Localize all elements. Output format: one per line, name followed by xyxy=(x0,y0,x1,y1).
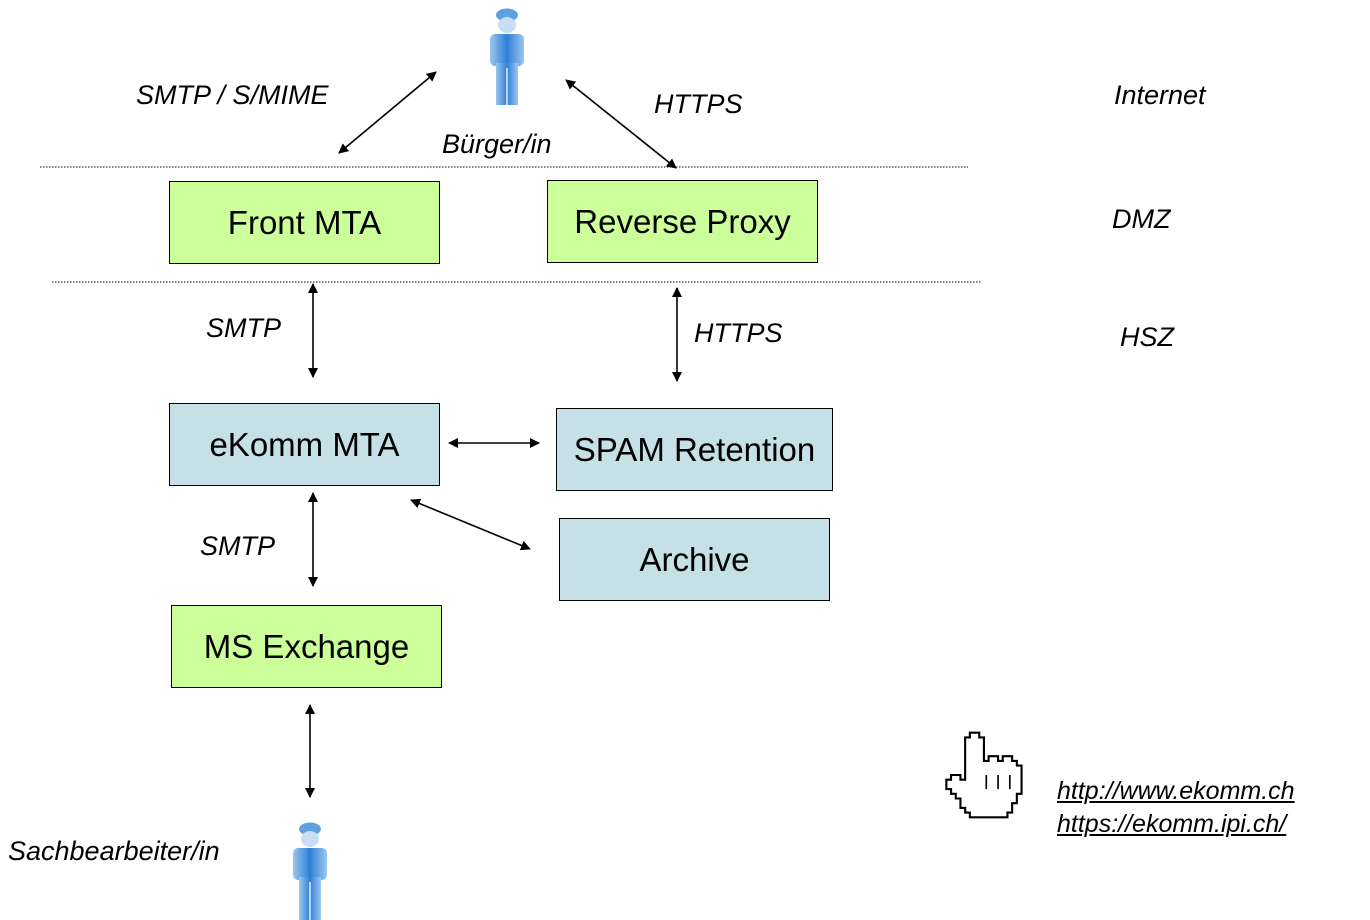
protocol-label-smtp-exchange: SMTP xyxy=(200,531,276,561)
protocol-label-https-proxy: HTTPS xyxy=(694,318,783,348)
zone-label-hsz: HSZ xyxy=(1120,322,1174,352)
citizen-person-icon xyxy=(490,8,524,105)
archive-node: Archive xyxy=(559,518,830,601)
front-mta-node: Front MTA xyxy=(169,181,440,264)
link-ekomm-ch[interactable]: http://www.ekomm.ch xyxy=(1057,777,1295,805)
ms-exchange-node: MS Exchange xyxy=(171,605,442,688)
arrow-ekomm-archive xyxy=(410,498,531,551)
protocol-label-https-citizen: HTTPS xyxy=(654,89,743,119)
clerk-person-icon xyxy=(293,822,327,920)
citizen-label: Bürger/in xyxy=(442,129,552,159)
arrow-citizen-reverse-proxy xyxy=(565,79,677,169)
zone-label-dmz: DMZ xyxy=(1112,204,1171,234)
clerk-label: Sachbearbeiter/in xyxy=(8,836,220,866)
hand-pointer-icon xyxy=(945,731,1023,819)
zone-label-internet: Internet xyxy=(1114,80,1206,110)
reverse-proxy-node: Reverse Proxy xyxy=(547,180,818,263)
protocol-label-smtp-front: SMTP xyxy=(206,313,282,343)
ekomm-mta-node: eKomm MTA xyxy=(169,403,440,486)
link-ekomm-ipi[interactable]: https://ekomm.ipi.ch/ xyxy=(1057,810,1287,838)
arrow-citizen-front-mta xyxy=(338,71,437,154)
spam-retention-node: SPAM Retention xyxy=(556,408,833,491)
protocol-label-smtp-smime: SMTP / S/MIME xyxy=(136,80,329,110)
